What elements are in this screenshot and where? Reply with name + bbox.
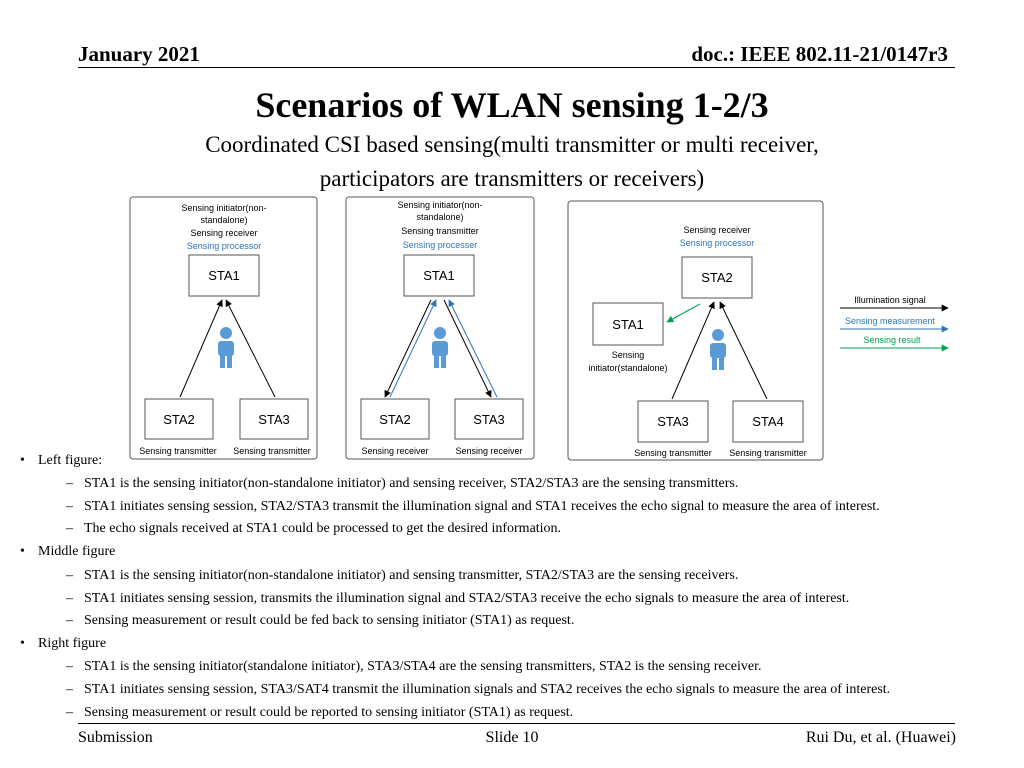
sub-bullet: –The echo signals received at STA1 could…	[66, 521, 562, 536]
sub-bullet-text: STA1 is the sensing initiator(non-standa…	[84, 568, 739, 583]
middle-arrow-sta3-to-sta1	[448, 299, 498, 398]
sub-bullet: –Sensing measurement or result could be …	[66, 613, 575, 628]
sub-bullet-text: STA1 is the sensing initiator(non-standa…	[84, 476, 739, 491]
footer-submission: Submission	[78, 729, 153, 746]
middle-role-line-2: standalone)	[416, 212, 463, 222]
right-sta2-label: STA2	[701, 270, 733, 285]
bullet-middle-figure-label: Middle figure	[38, 544, 116, 559]
right-scenario-panel: Sensing receiver Sensing processor STA2 …	[567, 200, 824, 461]
subtitle-line-1: Coordinated CSI based sensing(multi tran…	[205, 132, 819, 157]
middle-sta1-box	[403, 254, 475, 297]
bullet-left-figure-label: Left figure:	[38, 453, 103, 468]
sub-bullet: –STA1 initiates sensing session, transmi…	[66, 591, 850, 606]
middle-role-line-3: Sensing transmitter	[401, 226, 479, 236]
middle-sta2-label: STA2	[379, 412, 411, 427]
right-arrow-sta3-to-sta2	[671, 301, 715, 400]
right-arrow-sta2-to-sta1	[666, 303, 701, 323]
legend-illumination-label: Illumination signal	[854, 295, 926, 305]
sub-bullet-text: STA1 initiates sensing session, STA3/SAT…	[84, 682, 891, 697]
subtitle-line-2: participators are transmitters or receiv…	[319, 166, 705, 191]
person-icon	[218, 327, 234, 368]
footer-slide-number: Slide 10	[485, 729, 539, 746]
right-sta1-role-line-2: initiator(standalone)	[588, 363, 667, 373]
sub-bullet: –Sensing measurement or result could be …	[66, 705, 574, 720]
footer-rule	[78, 723, 955, 724]
right-panel-frame	[567, 200, 824, 461]
left-sta3-label: STA3	[258, 412, 290, 427]
left-sta3-role: Sensing transmitter	[233, 446, 311, 456]
left-role-line-3: Sensing receiver	[190, 228, 257, 238]
right-sta4-box	[732, 400, 804, 443]
sub-bullet: –STA1 initiates sensing session, STA3/SA…	[66, 682, 891, 697]
middle-processor-label: Sensing processer	[403, 240, 478, 250]
middle-sta3-box	[454, 398, 524, 440]
header-doc-id: doc.: IEEE 802.11-21/0147r3	[691, 42, 948, 66]
sub-bullet: –STA1 initiates sensing session, STA2/ST…	[66, 499, 880, 514]
right-arrow-sta4-to-sta2	[719, 301, 768, 400]
legend-measurement-label: Sensing measurement	[845, 316, 936, 326]
left-sta3-box	[239, 398, 309, 440]
sub-bullet-text: The echo signals received at STA1 could …	[84, 521, 562, 536]
person-icon	[710, 329, 726, 370]
middle-arrow-sta1-to-sta2	[384, 299, 432, 398]
sub-bullet: –STA1 is the sensing initiator(non-stand…	[66, 568, 739, 583]
sub-bullet-text: STA1 initiates sensing session, STA2/STA…	[84, 499, 880, 514]
left-arrow-sta3-to-sta1	[225, 299, 276, 398]
right-sta4-role: Sensing transmitter	[729, 448, 807, 458]
middle-arrow-sta1-to-sta3	[443, 299, 492, 398]
right-sta3-label: STA3	[657, 414, 689, 429]
right-processor-label: Sensing processor	[680, 238, 755, 248]
middle-scenario-panel: Sensing initiator(non- standalone) Sensi…	[345, 196, 535, 460]
person-icon	[432, 327, 448, 368]
right-sta2-box	[681, 256, 753, 299]
legend-result-label: Sensing result	[863, 335, 921, 345]
left-sta2-label: STA2	[163, 412, 195, 427]
right-role-line: Sensing receiver	[683, 225, 750, 235]
sub-bullet-text: STA1 initiates sensing session, transmit…	[84, 591, 850, 606]
right-sta1-box	[592, 302, 664, 346]
left-sta2-box	[144, 398, 214, 440]
sub-bullet-text: Sensing measurement or result could be r…	[84, 705, 574, 720]
sub-bullet-text: STA1 is the sensing initiator(standalone…	[84, 659, 762, 674]
header-date: January 2021	[78, 42, 200, 66]
slide-title: Scenarios of WLAN sensing 1-2/3	[255, 85, 769, 125]
middle-sta3-role: Sensing receiver	[455, 446, 522, 456]
sub-bullet: –STA1 is the sensing initiator(non-stand…	[66, 476, 739, 491]
signal-legend: Illumination signal Sensing measurement …	[840, 295, 949, 352]
middle-sta2-box	[360, 398, 430, 440]
slide-subtitle: Coordinated CSI based sensing(multi tran…	[0, 128, 1024, 196]
left-role-line-1: Sensing initiator(non-	[181, 203, 266, 213]
middle-sta3-label: STA3	[473, 412, 505, 427]
left-sta1-label: STA1	[208, 268, 240, 283]
left-sta1-box	[188, 254, 260, 297]
right-sta3-box	[637, 400, 709, 443]
left-sta2-role: Sensing transmitter	[139, 446, 217, 456]
middle-arrow-sta2-to-sta1	[389, 299, 437, 398]
middle-sta2-role: Sensing receiver	[361, 446, 428, 456]
middle-role-line-1: Sensing initiator(non-	[397, 200, 482, 210]
bullet-middle-figure: •Middle figure	[20, 544, 116, 559]
sub-bullet: –STA1 is the sensing initiator(standalon…	[66, 659, 762, 674]
right-sta1-label: STA1	[612, 317, 644, 332]
sub-bullet-text: Sensing measurement or result could be f…	[84, 613, 575, 628]
middle-sta1-label: STA1	[423, 268, 455, 283]
left-role-line-2: standalone)	[200, 215, 247, 225]
right-sta3-role: Sensing transmitter	[634, 448, 712, 458]
footer-authors: Rui Du, et al. (Huawei)	[805, 729, 956, 746]
right-sta1-role-line-1: Sensing	[612, 350, 645, 360]
header-rule	[78, 67, 955, 68]
bullet-left-figure: •Left figure:	[20, 453, 103, 468]
left-processor-label: Sensing processor	[187, 241, 262, 251]
bullet-right-figure: •Right figure	[20, 636, 107, 651]
left-scenario-panel: Sensing initiator(non- standalone) Sensi…	[129, 196, 318, 460]
left-arrow-sta2-to-sta1	[179, 299, 223, 398]
right-sta4-label: STA4	[752, 414, 784, 429]
bullet-right-figure-label: Right figure	[38, 636, 107, 651]
